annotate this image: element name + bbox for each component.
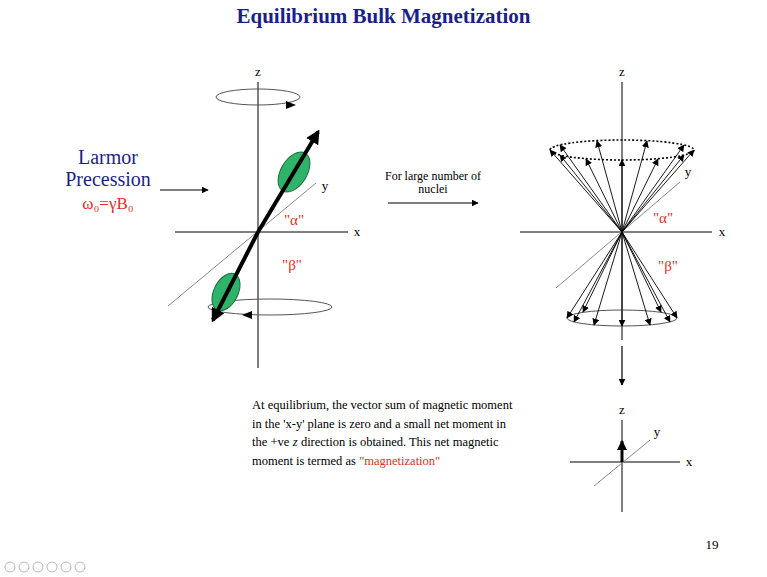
net-magnetization-vector [621,441,624,462]
axis-label: x [686,455,693,469]
axis-label: z [619,65,625,79]
note-paragraph: At equilibrium, the vector sum of magnet… [252,396,518,470]
page-number: 19 [706,538,719,552]
spin-beta [206,232,258,320]
transition-arrow [388,202,478,203]
spin-vectors [550,141,694,326]
note-axis: z [293,435,298,449]
nav-icons [5,562,85,572]
transition-label: For large number of nuclei [383,170,483,196]
pointer-arrow [160,189,208,190]
state-label: "α" [653,210,673,227]
axis-label: z [255,65,261,79]
cone-top [550,140,694,160]
rotation-arrowhead [286,101,296,109]
slide-title: Equilibrium Bulk Magnetization [0,4,767,29]
rotation-arrowhead [242,311,252,319]
state-label: "β" [282,257,302,274]
axis-label: x [719,225,726,239]
axis-label: x [354,225,361,239]
side-caption: Larmor Precession [43,146,173,190]
spin-alpha [258,132,318,232]
net-axes [570,420,680,512]
state-label: "α" [284,212,304,229]
axis-label: y [654,425,661,439]
axis-label: z [619,403,625,417]
down-arrow [621,346,622,385]
larmor-equation: ω₀=γB₀ [82,195,133,214]
state-label: "β" [658,258,678,275]
left-axes [168,82,348,368]
axis-label: y [685,165,692,179]
note-term: "magnetization" [359,454,440,468]
axis-label: y [322,179,329,193]
right-axes [520,82,712,340]
